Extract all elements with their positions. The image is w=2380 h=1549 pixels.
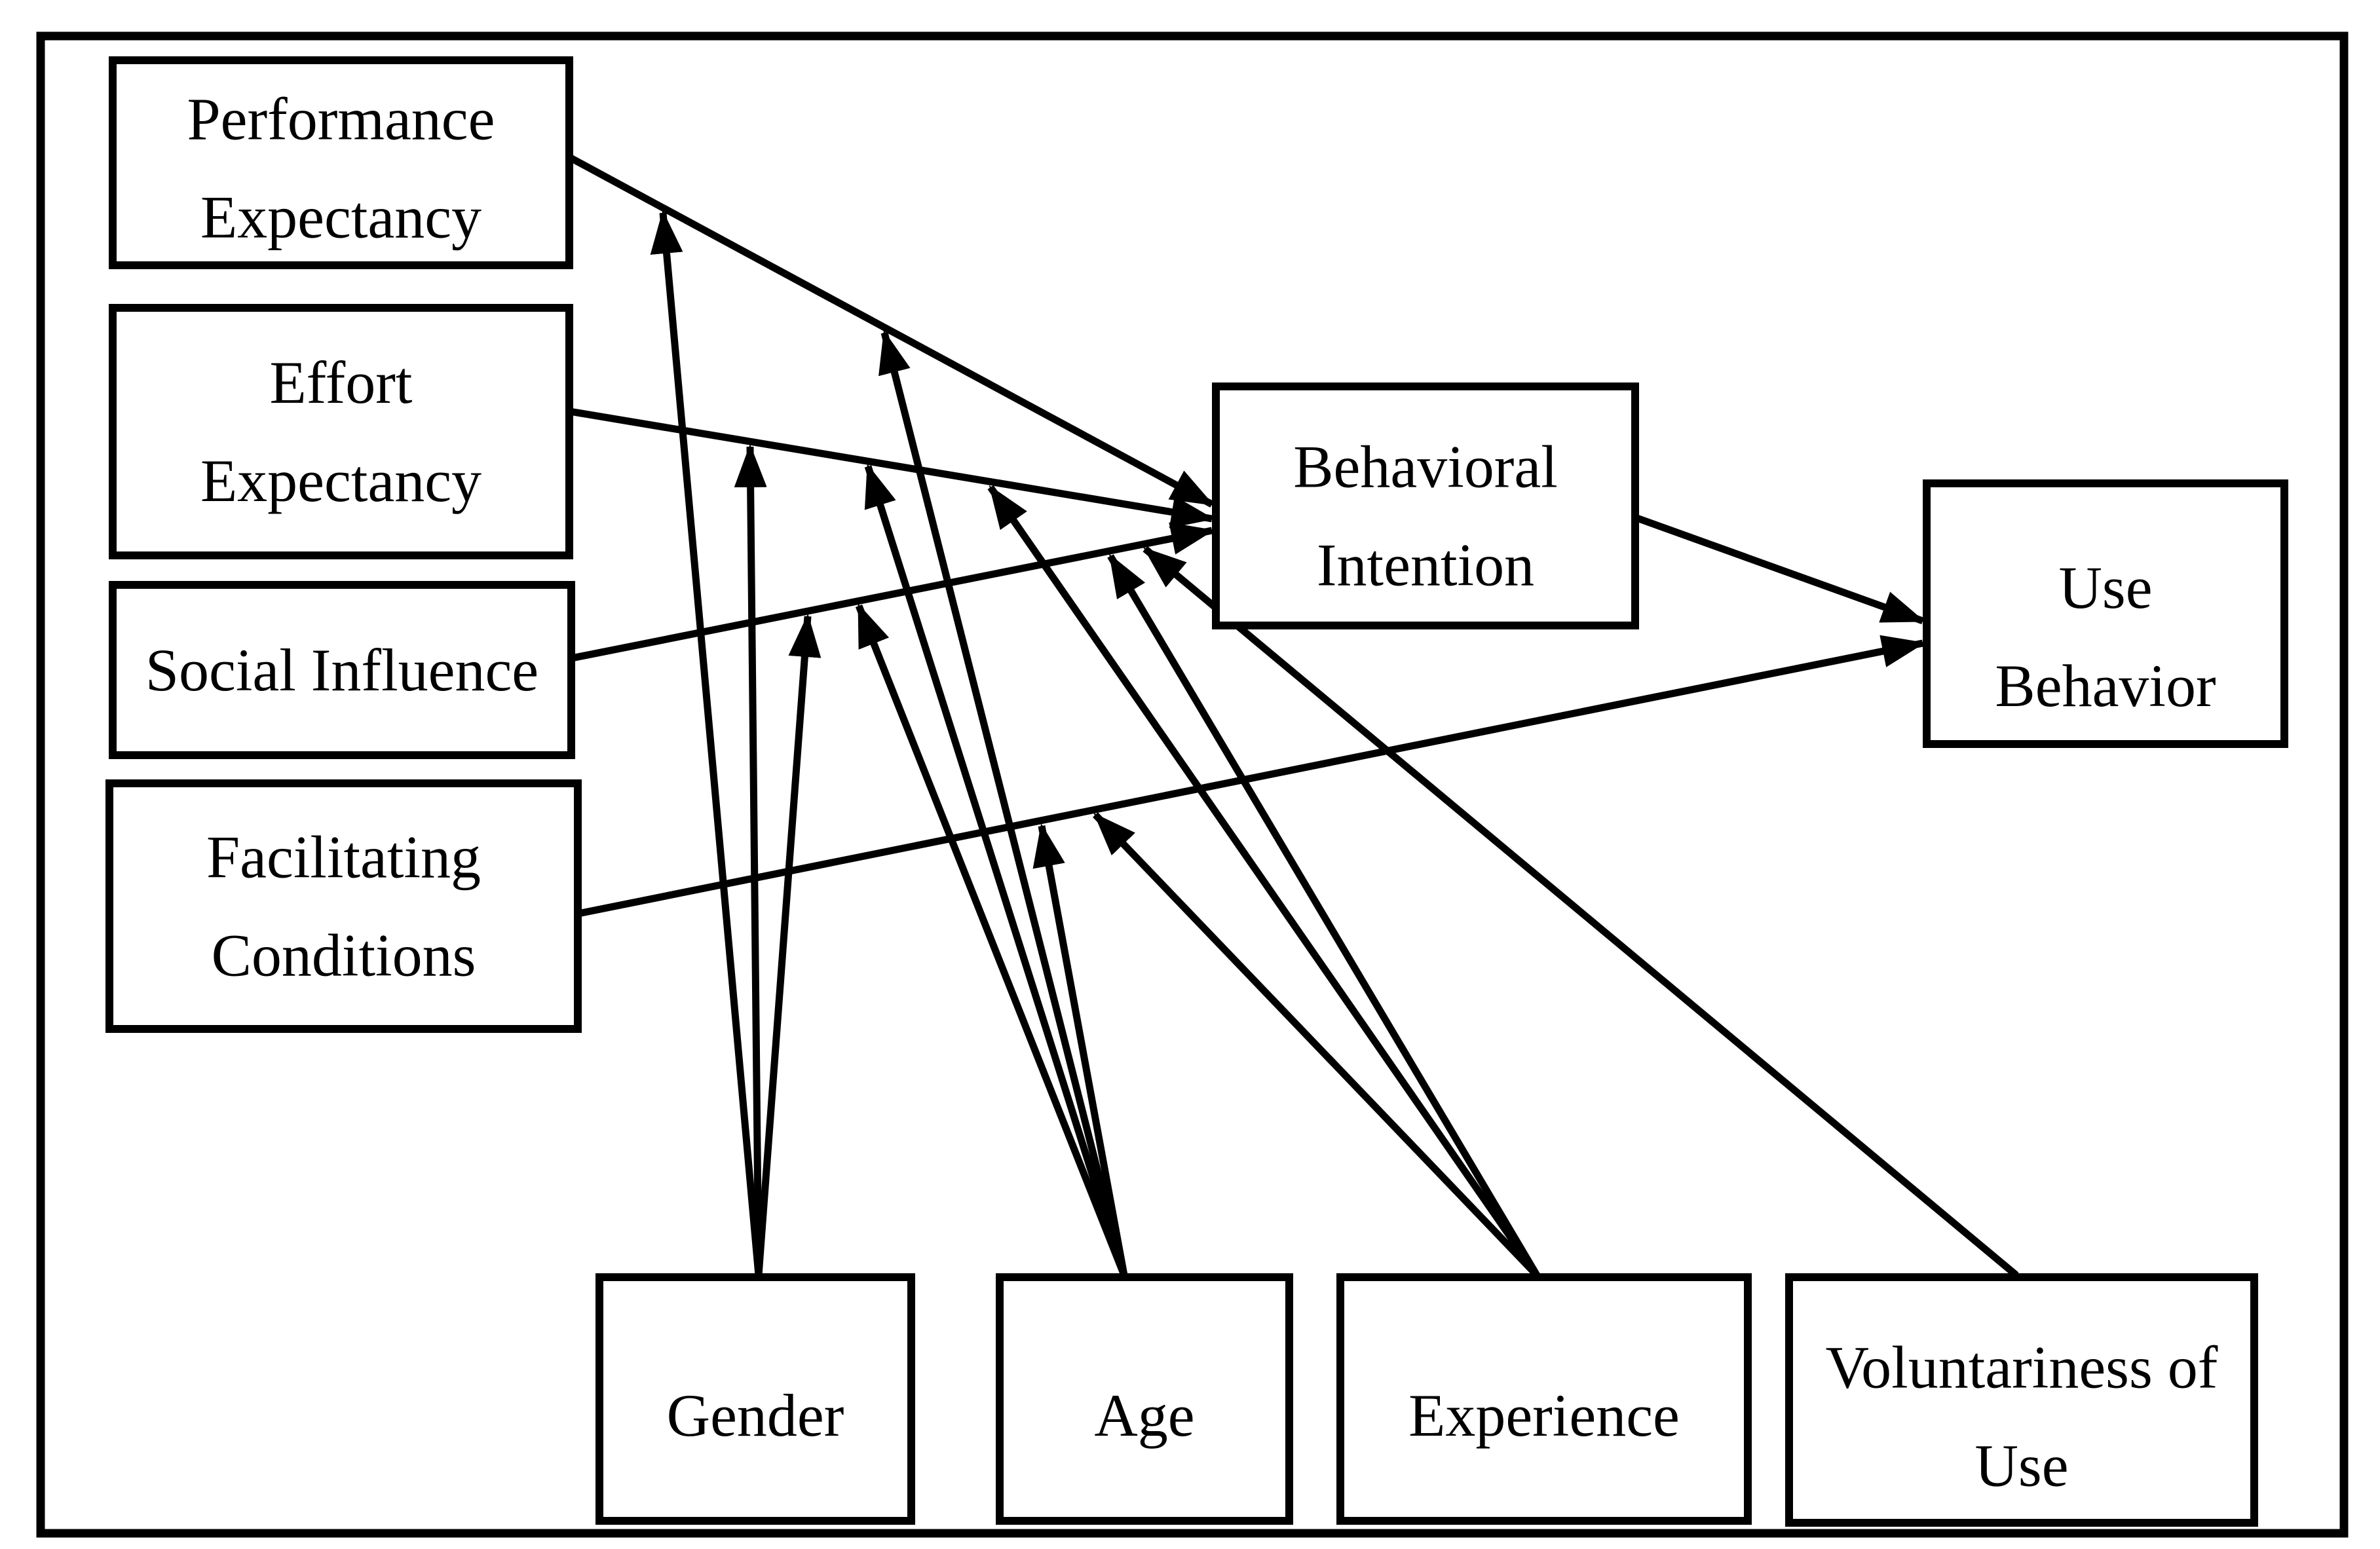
node-facilitating-conditions-box bbox=[105, 779, 582, 1033]
node-effort-expectancy-label-line-1: Effort bbox=[269, 349, 412, 416]
node-facilitating-conditions-label-line-1: Facilitating bbox=[206, 824, 481, 891]
node-gender-box bbox=[595, 1273, 915, 1525]
node-voluntariness-of-use-box bbox=[1785, 1273, 2258, 1527]
edge-si-to-bi-arrow bbox=[570, 522, 1215, 662]
edge-experience-mod-ee-bi-arrow bbox=[987, 485, 1540, 1278]
edge-gender-mod-si-bi-arrow bbox=[755, 614, 822, 1276]
node-social-influence: Social Influence bbox=[109, 581, 575, 759]
node-use-behavior-box bbox=[1923, 479, 2288, 748]
node-social-influence-label-line-1: Social Influence bbox=[145, 637, 538, 703]
node-use-behavior-label-line-1: Use bbox=[2058, 554, 2152, 621]
edge-ee-to-bi-arrow bbox=[569, 407, 1215, 529]
edge-fc-to-ub-arrow bbox=[576, 635, 1925, 918]
edge-bi-to-ub-arrow bbox=[1634, 513, 1925, 625]
node-age-label: Age bbox=[1094, 1382, 1194, 1449]
node-age: Age bbox=[996, 1273, 1293, 1525]
node-age-label-line-1: Age bbox=[1094, 1382, 1194, 1449]
node-use-behavior-label-line-2: Behavior bbox=[1995, 652, 2216, 719]
node-effort-expectancy-box bbox=[109, 304, 573, 559]
node-voluntariness-of-use-label: Voluntariness of Use bbox=[1826, 1334, 2218, 1499]
node-experience-box bbox=[1336, 1273, 1752, 1525]
node-age-box bbox=[996, 1273, 1293, 1525]
edge-gender-mod-pe-bi-arrow bbox=[650, 210, 763, 1276]
edge-pe-to-bi-arrow bbox=[567, 154, 1215, 508]
node-behavioral-intention-box bbox=[1212, 383, 1639, 629]
node-effort-expectancy-label-line-2: Expectancy bbox=[200, 447, 482, 514]
edge-age-mod-fc-ub-arrow bbox=[1032, 823, 1128, 1276]
node-voluntariness-of-use-label-line-2: Use bbox=[1974, 1432, 2068, 1499]
node-behavioral-intention-label-line-1: Behavioral bbox=[1293, 434, 1558, 500]
node-performance-expectancy-label-line-1: Performance bbox=[187, 86, 495, 153]
edge-experience-mod-fc-ub-arrow bbox=[1093, 812, 1539, 1278]
edge-gender-mod-ee-bi-arrow bbox=[734, 444, 767, 1276]
node-performance-expectancy-label-line-2: Expectancy bbox=[200, 184, 482, 251]
node-gender-label: Gender bbox=[667, 1382, 844, 1449]
outer-border bbox=[36, 31, 2349, 1538]
node-behavioral-intention-label-line-2: Intention bbox=[1317, 532, 1534, 599]
node-gender-label-line-1: Gender bbox=[667, 1382, 844, 1449]
node-performance-expectancy-box bbox=[109, 56, 573, 269]
edge-age-mod-si-bi-arrow bbox=[855, 603, 1128, 1277]
edge-age-mod-ee-bi-arrow bbox=[864, 464, 1128, 1277]
edge-experience-mod-si-bi-arrow bbox=[1107, 553, 1540, 1277]
node-social-influence-label: Social Influence bbox=[145, 637, 538, 703]
node-voluntariness-of-use-label-line-1: Voluntariness of bbox=[1826, 1334, 2218, 1401]
node-experience-label: Experience bbox=[1408, 1382, 1680, 1449]
node-social-influence-box bbox=[109, 581, 575, 759]
node-gender: Gender bbox=[595, 1273, 915, 1525]
node-experience: Experience bbox=[1336, 1273, 1752, 1525]
node-voluntariness-of-use: Voluntariness of Use bbox=[1785, 1273, 2258, 1527]
node-experience-label-line-1: Experience bbox=[1408, 1382, 1680, 1449]
edge-voluntariness-mod-si-bi-arrow bbox=[1143, 546, 2019, 1278]
node-facilitating-conditions-label-line-2: Conditions bbox=[212, 922, 476, 989]
edge-age-mod-pe-bi-arrow bbox=[878, 330, 1128, 1277]
